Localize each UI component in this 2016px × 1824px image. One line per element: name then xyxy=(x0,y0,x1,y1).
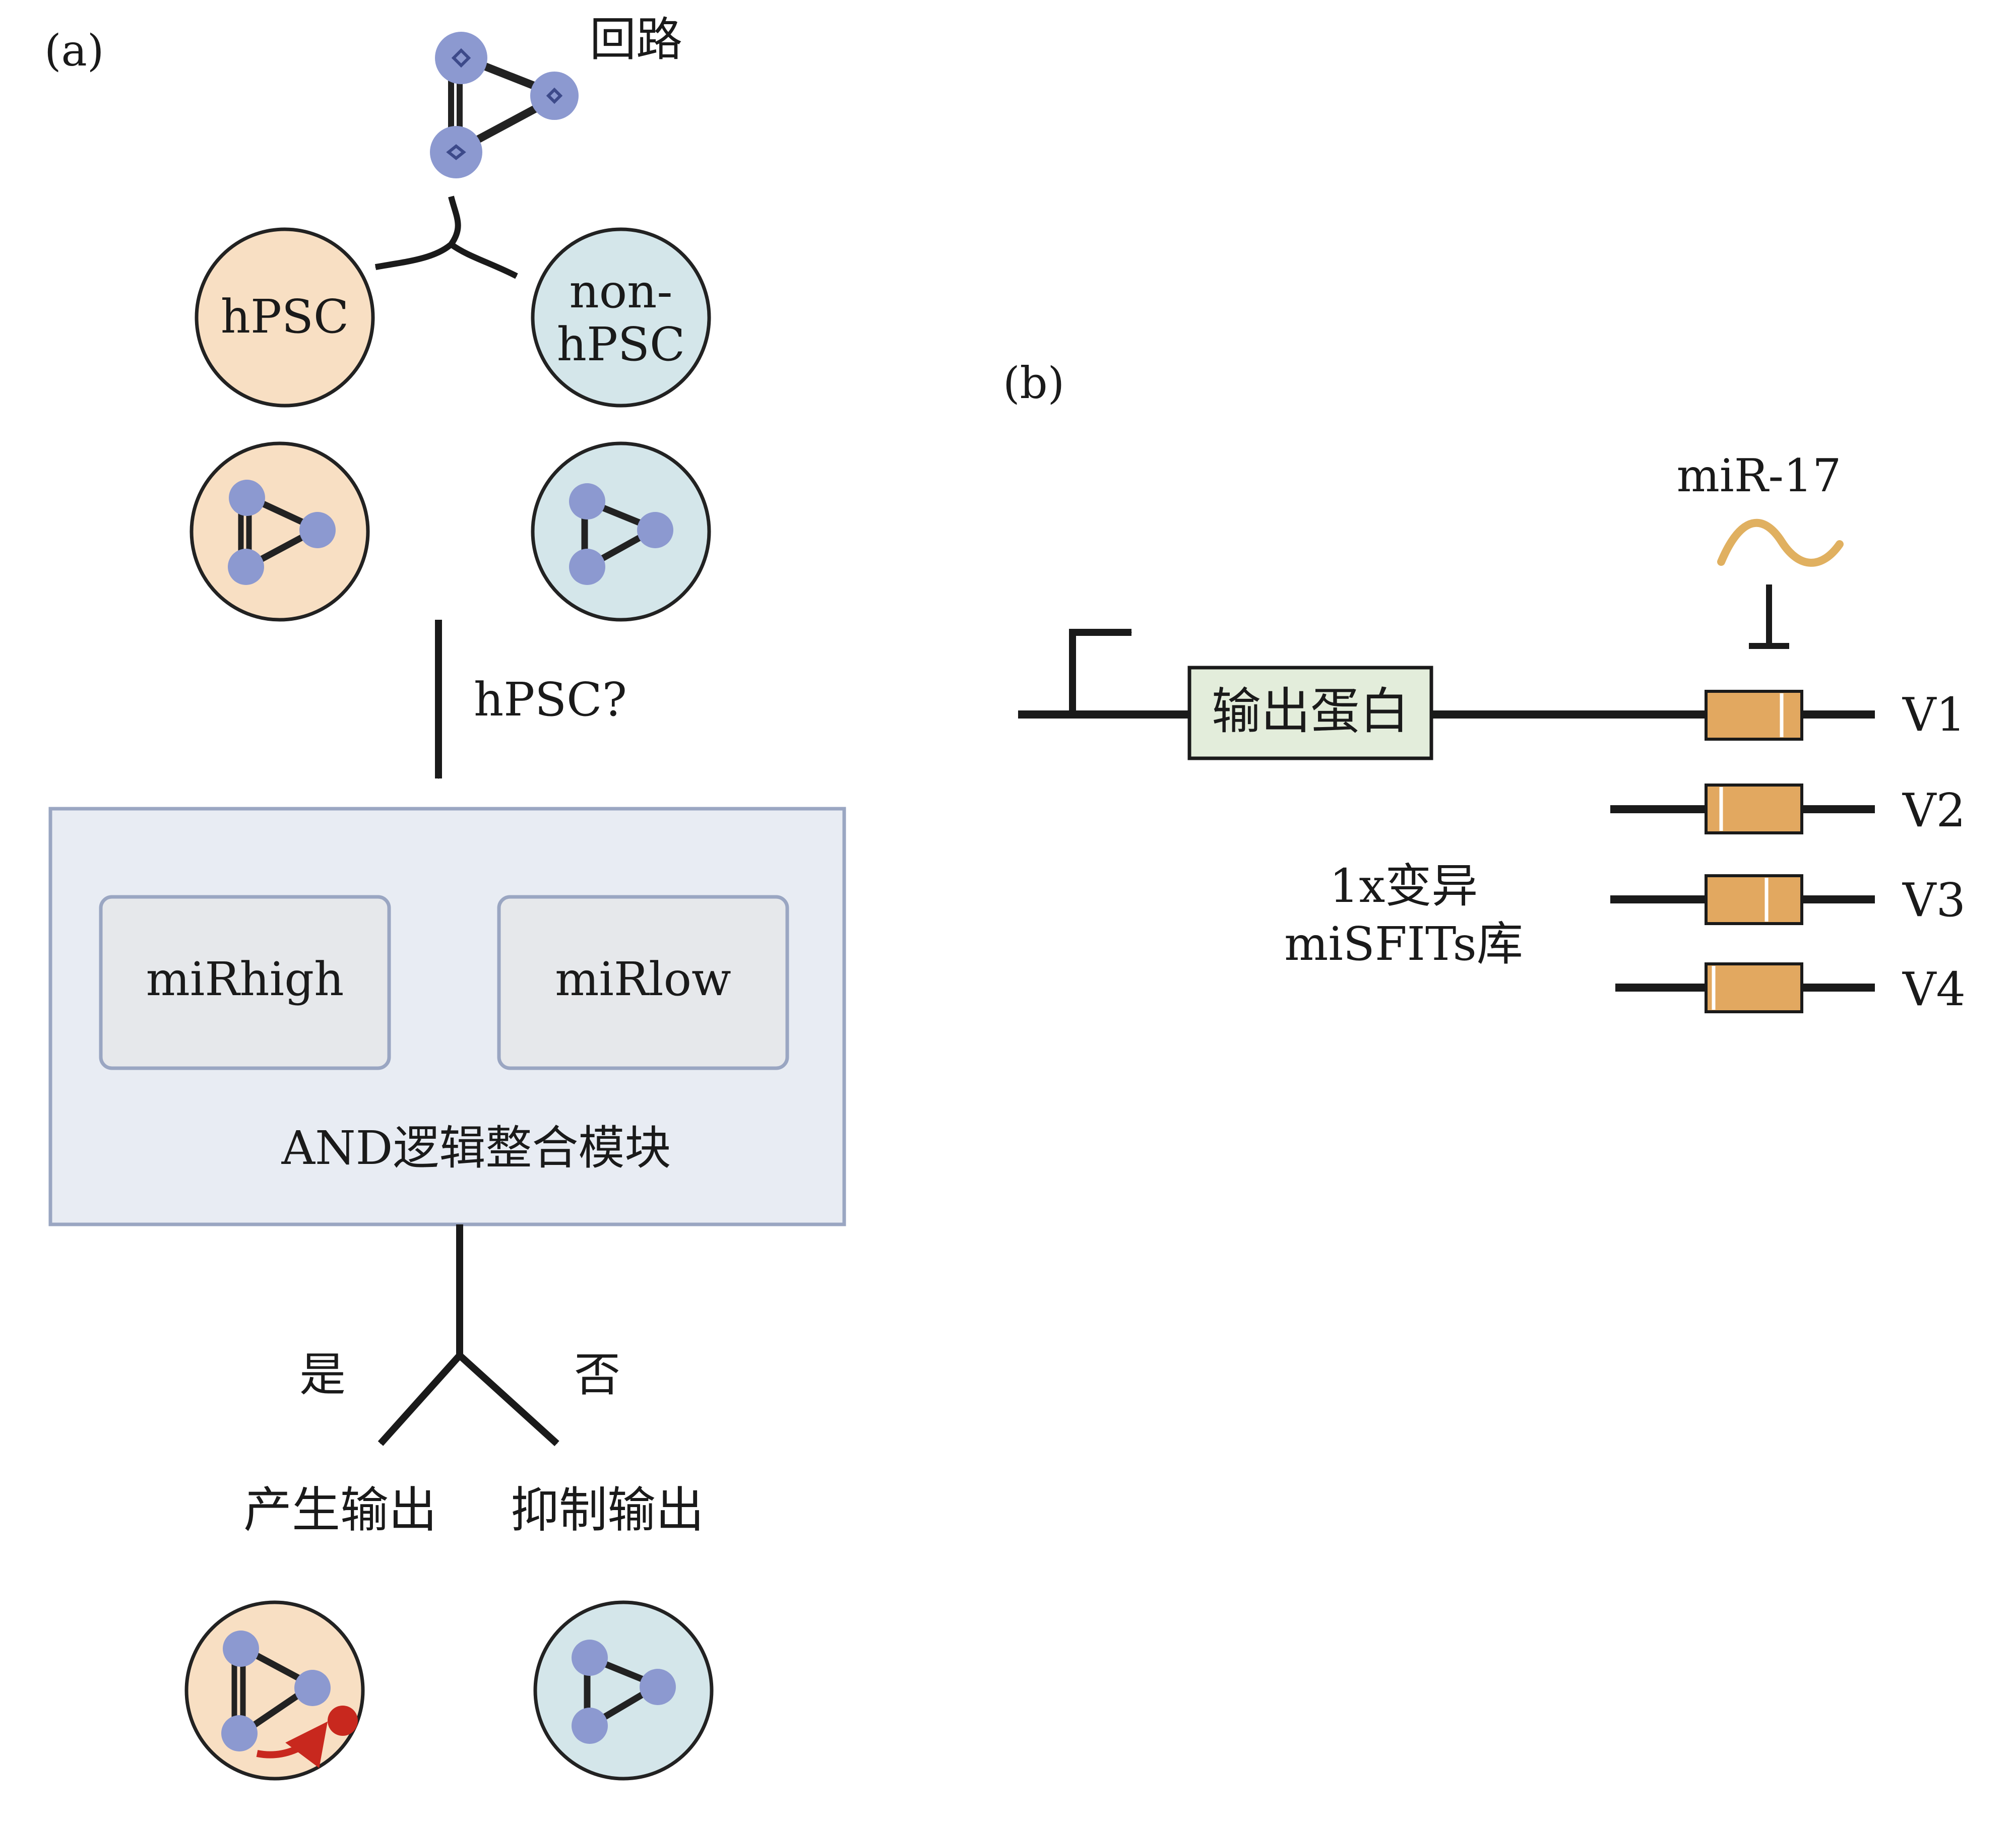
output-protein-box xyxy=(1187,666,1433,760)
mir-low-label: miRlow xyxy=(555,952,731,1006)
target-site-v1 xyxy=(1705,690,1803,741)
target-site-v4 xyxy=(1705,962,1803,1013)
circuit-label: 回路 xyxy=(590,13,682,67)
yes-label: 是 xyxy=(299,1348,346,1402)
panel-b-label: (b) xyxy=(1003,358,1064,409)
circuit-icon xyxy=(430,32,579,178)
non-hpsc-cell-with-circuit xyxy=(531,441,711,622)
mir-low-box xyxy=(497,895,789,1070)
non-hpsc-cell-label-line2: hPSC xyxy=(557,317,685,371)
variant-label-v3: V3 xyxy=(1902,873,1966,927)
output-on-cell xyxy=(184,1600,365,1781)
mir-high-label: miRhigh xyxy=(146,952,344,1006)
mirna-wave-icon xyxy=(1717,518,1844,567)
library-label-line2: miSFITs库 xyxy=(1284,917,1523,971)
non-hpsc-cell xyxy=(531,227,711,408)
output-off-cell xyxy=(533,1600,714,1781)
output-off-label: 抑制输出 xyxy=(511,1482,704,1538)
target-site-v3 xyxy=(1705,874,1803,925)
mir-high-box xyxy=(99,895,391,1070)
hpsc-cell xyxy=(195,227,375,408)
library-label-line1: 1x变异 xyxy=(1330,859,1478,913)
no-label: 否 xyxy=(574,1348,620,1402)
split-arrows xyxy=(374,196,518,279)
hpsc-cell-with-circuit xyxy=(190,441,370,622)
promoter-arrow-icon xyxy=(1069,629,1132,714)
variant-label-v1: V1 xyxy=(1902,688,1966,742)
output-on-label: 产生输出 xyxy=(243,1482,437,1538)
output-protein-label: 输出蛋白 xyxy=(1212,683,1409,740)
module-title: AND逻辑整合模块 xyxy=(281,1121,671,1175)
repression-symbol xyxy=(1749,584,1789,649)
mirna-label: miR-17 xyxy=(1677,449,1842,502)
variant-label-v4: V4 xyxy=(1902,962,1966,1016)
question-label: hPSC? xyxy=(474,673,627,727)
non-hpsc-cell-label-line1: non- xyxy=(570,265,673,318)
variant-label-v2: V2 xyxy=(1902,784,1966,837)
target-site-v2 xyxy=(1705,784,1803,834)
decision-branch xyxy=(377,1224,559,1447)
hpsc-cell-label: hPSC xyxy=(221,290,349,344)
panel-a-label: (a) xyxy=(44,26,104,76)
